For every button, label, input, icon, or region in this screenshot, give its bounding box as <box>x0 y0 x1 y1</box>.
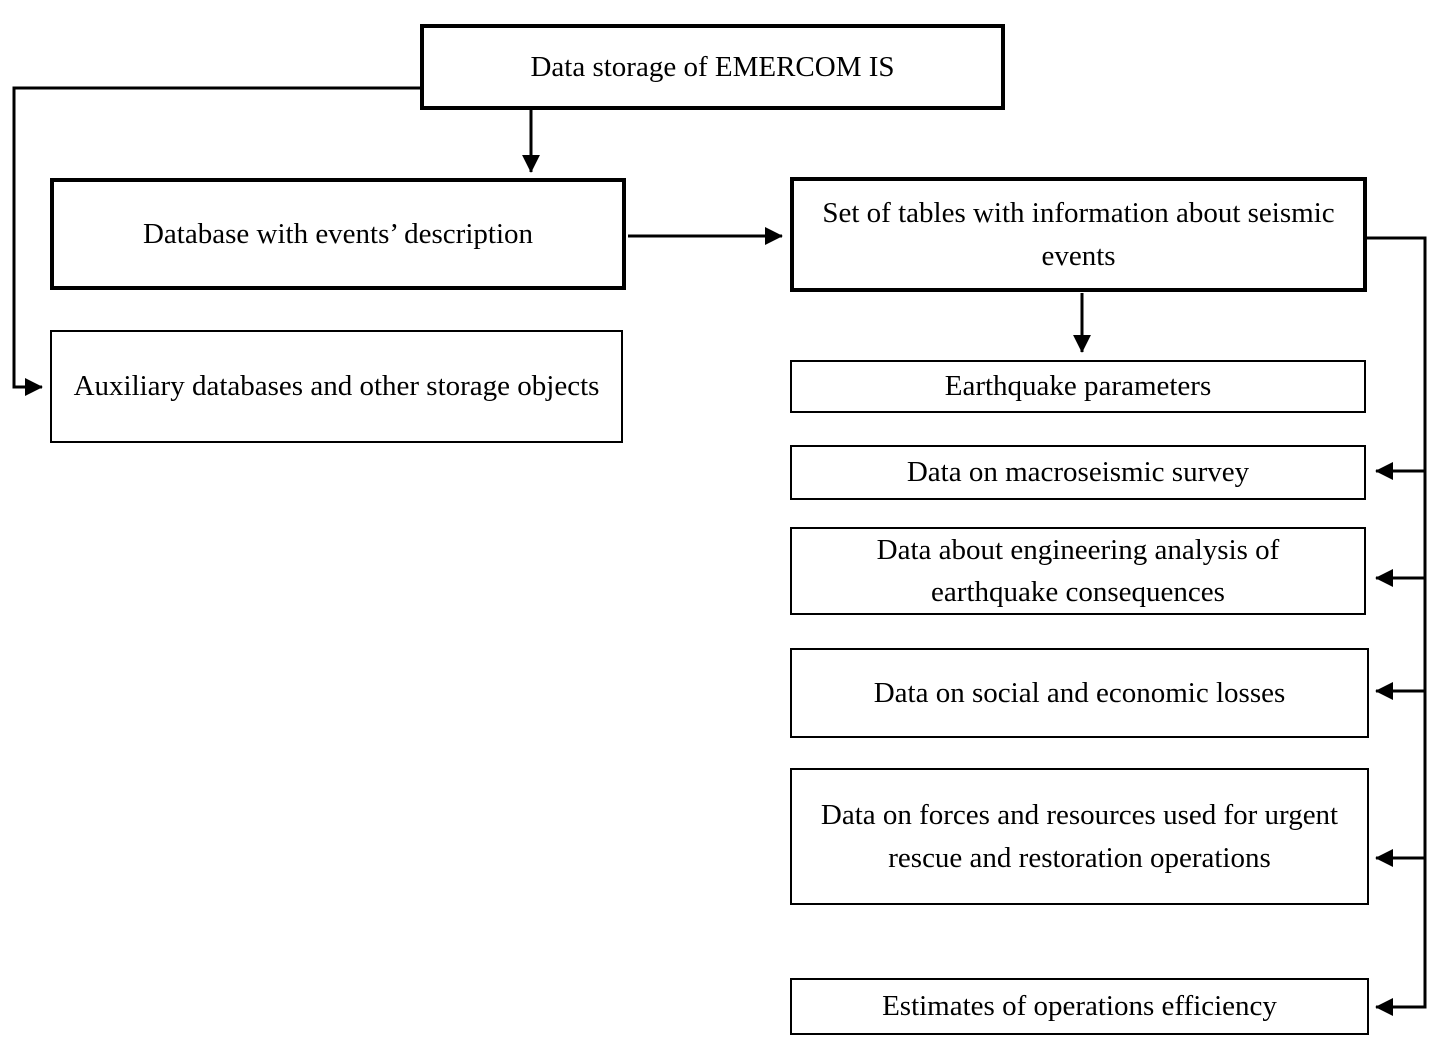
node-data-storage-label: Data storage of EMERCOM IS <box>530 50 895 83</box>
node-operations-efficiency-label: Estimates of operations efficiency <box>882 990 1277 1023</box>
node-earthquake-parameters: Earthquake parameters <box>790 360 1366 413</box>
node-data-storage: Data storage of EMERCOM IS <box>420 24 1005 110</box>
node-forces-resources: Data on forces and resources used for ur… <box>790 768 1369 905</box>
node-engineering-analysis: Data about engineering analysis of earth… <box>790 527 1366 615</box>
node-macroseismic-survey: Data on macroseismic survey <box>790 445 1366 500</box>
node-seismic-tables-label: Set of tables with information about sei… <box>822 197 1335 272</box>
node-social-economic-losses-label: Data on social and economic losses <box>873 676 1286 709</box>
connector-storage-to-auxiliary <box>12 86 420 396</box>
node-forces-resources-label: Data on forces and resources used for ur… <box>820 799 1339 874</box>
node-auxiliary-databases-label: Auxiliary databases and other storage ob… <box>73 370 600 403</box>
node-social-economic-losses: Data on social and economic losses <box>790 648 1369 738</box>
node-operations-efficiency: Estimates of operations efficiency <box>790 978 1369 1035</box>
node-events-database: Database with events’ description <box>50 178 626 290</box>
connector-right-bus <box>1367 236 1427 1016</box>
node-earthquake-parameters-label: Earthquake parameters <box>944 370 1212 403</box>
node-events-database-label: Database with events’ description <box>142 217 534 250</box>
node-macroseismic-survey-label: Data on macroseismic survey <box>906 456 1250 489</box>
node-engineering-analysis-label: Data about engineering analysis of earth… <box>876 533 1280 608</box>
node-seismic-tables: Set of tables with information about sei… <box>790 177 1367 292</box>
node-auxiliary-databases: Auxiliary databases and other storage ob… <box>50 330 623 443</box>
